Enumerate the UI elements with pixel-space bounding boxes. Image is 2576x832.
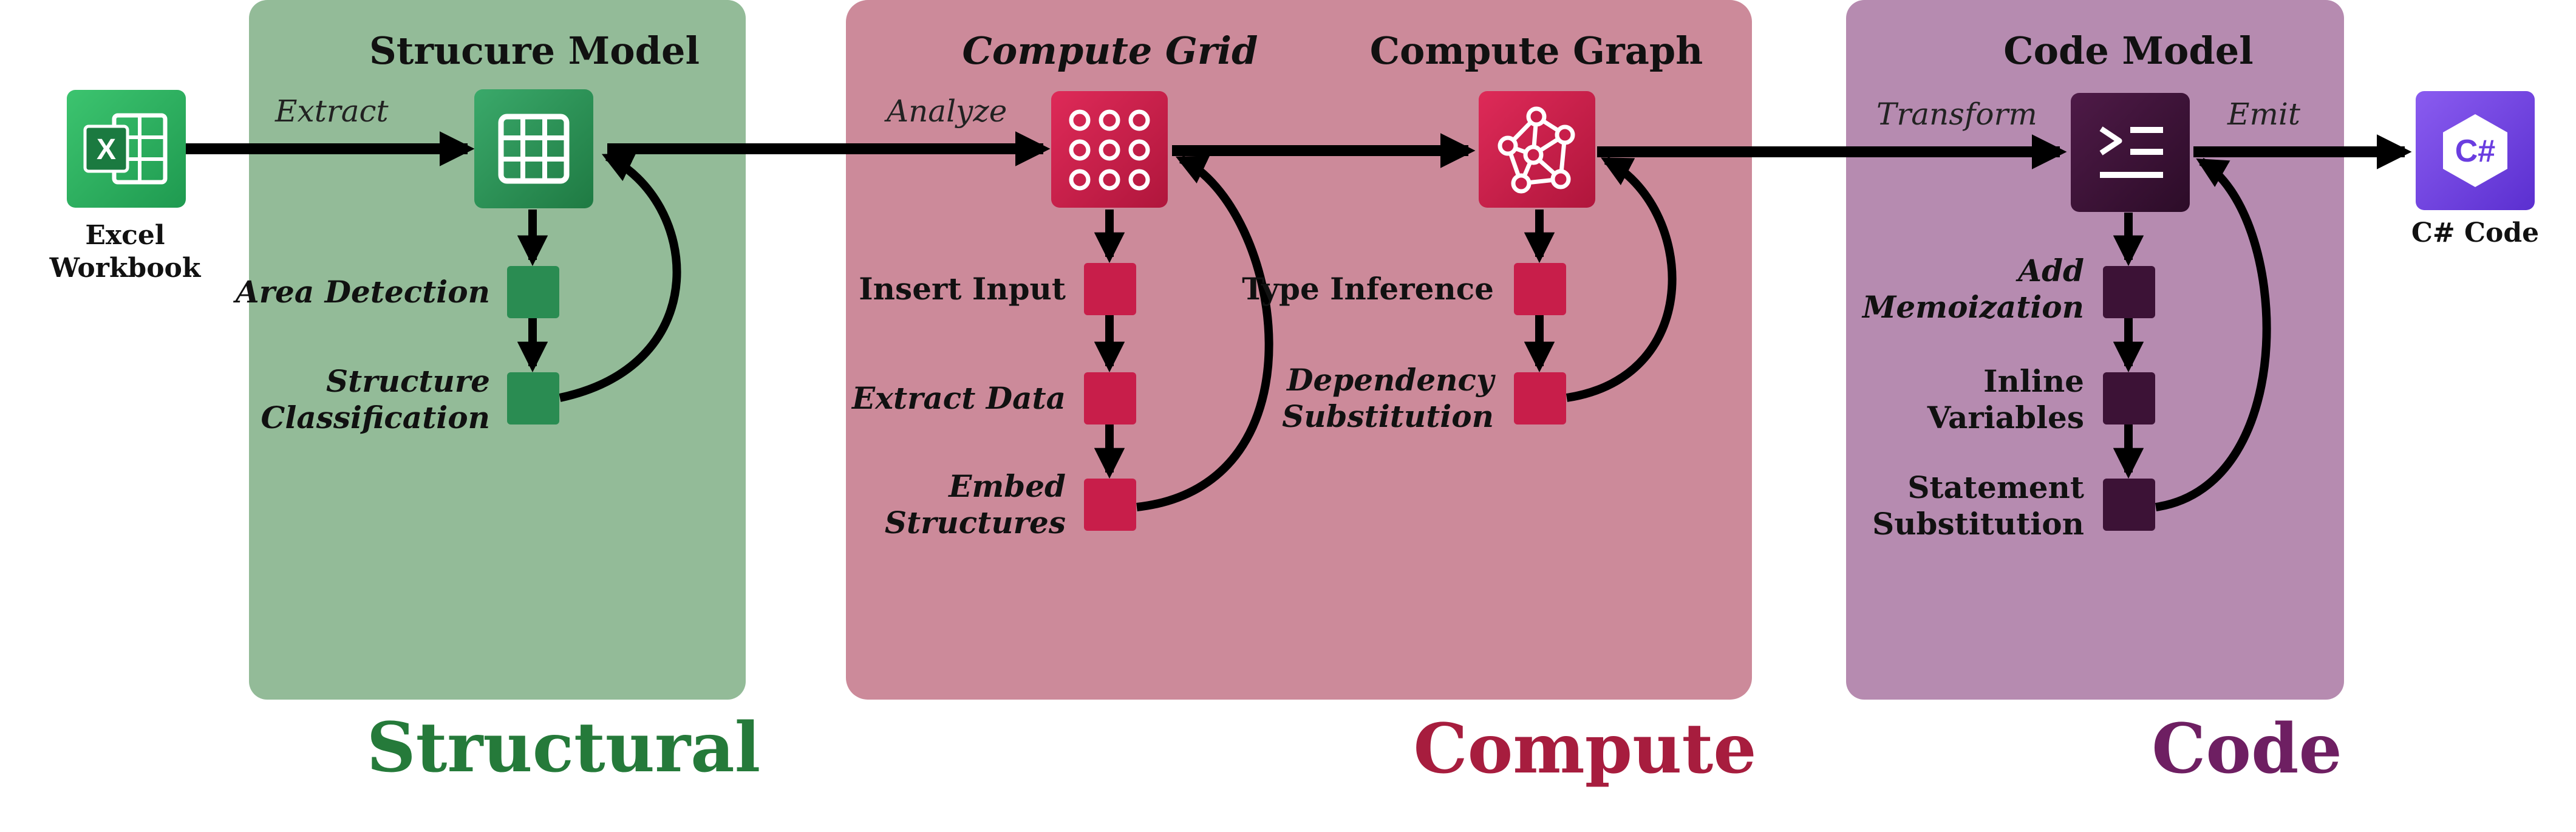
inline-variables-label-line2: Variables <box>1927 400 2084 435</box>
code-feedback-arrow <box>2155 157 2271 511</box>
csharp-code-node[interactable]: C# C# Code <box>2411 91 2539 248</box>
structural-phase-label: Structural <box>367 708 761 788</box>
embed-structures-label-line1: Embed <box>947 468 1066 504</box>
area-detection-label: Area Detection <box>233 274 490 310</box>
structure-model-node[interactable] <box>474 89 593 208</box>
extract-data-label: Extract Data <box>851 380 1066 416</box>
analyze-label: Analyze <box>884 94 1007 129</box>
inline-variables-label-line1: Inline <box>1983 363 2084 399</box>
extract-data-step[interactable] <box>1084 372 1136 425</box>
code-model-node[interactable] <box>2071 93 2190 212</box>
structure-classification-label-line1: Structure <box>326 363 490 399</box>
code-phase-label: Code <box>2152 709 2342 789</box>
emit-label: Emit <box>2227 97 2301 132</box>
statement-substitution-step[interactable] <box>2103 479 2155 531</box>
inline-variables-step[interactable] <box>2103 372 2155 425</box>
compute-phase-label: Compute <box>1413 709 1756 789</box>
add-memoization-step[interactable] <box>2103 266 2155 318</box>
excel-label-line2: Workbook <box>49 253 202 284</box>
dependency-substitution-label-line1: Dependency <box>1286 362 1496 398</box>
dot-grid-icon[interactable] <box>1051 91 1168 208</box>
type-inference-label: Type Inference <box>1242 271 1494 307</box>
structure-feedback-arrow <box>559 152 681 402</box>
type-inference-step[interactable] <box>1514 263 1566 315</box>
compute-grid-title: Compute Grid <box>963 29 1258 73</box>
embed-structures-label-line2: Structures <box>885 505 1066 540</box>
excel-label-line1: Excel <box>85 220 165 251</box>
excel-x-glyph: X <box>97 134 116 166</box>
insert-input-step[interactable] <box>1084 263 1136 315</box>
code-model-title: Code Model <box>2003 29 2253 73</box>
add-memoization-label-line1: Add <box>2015 253 2084 288</box>
statement-substitution-label-line1: Statement <box>1907 469 2084 505</box>
insert-input-label: Insert Input <box>859 271 1066 307</box>
csharp-label: C# Code <box>2411 217 2539 248</box>
compute-graph-title: Compute Graph <box>1370 29 1703 73</box>
add-memoization-label-line2: Memoization <box>1861 289 2084 325</box>
graph-feedback-arrow <box>1566 156 1677 402</box>
extract-label: Extract <box>274 94 389 129</box>
structure-classification-label-line2: Classification <box>261 400 490 435</box>
grid-feedback-arrow <box>1136 155 1273 511</box>
structure-classification-step[interactable] <box>507 372 559 425</box>
excel-workbook-node[interactable]: X Excel Workbook <box>49 90 202 284</box>
dependency-substitution-step[interactable] <box>1514 372 1566 425</box>
csharp-glyph: C# <box>2455 134 2496 169</box>
table-grid-icon[interactable] <box>474 89 593 208</box>
dependency-substitution-label-line2: Substitution <box>1282 398 1494 434</box>
transform-label: Transform <box>1876 97 2037 132</box>
statement-substitution-label-line2: Substitution <box>1872 506 2084 542</box>
compute-grid-node[interactable] <box>1051 91 1168 208</box>
structure-model-title: Strucure Model <box>369 29 700 73</box>
area-detection-step[interactable] <box>507 266 559 318</box>
embed-structures-step[interactable] <box>1084 479 1136 531</box>
compute-graph-node[interactable] <box>1479 91 1595 208</box>
